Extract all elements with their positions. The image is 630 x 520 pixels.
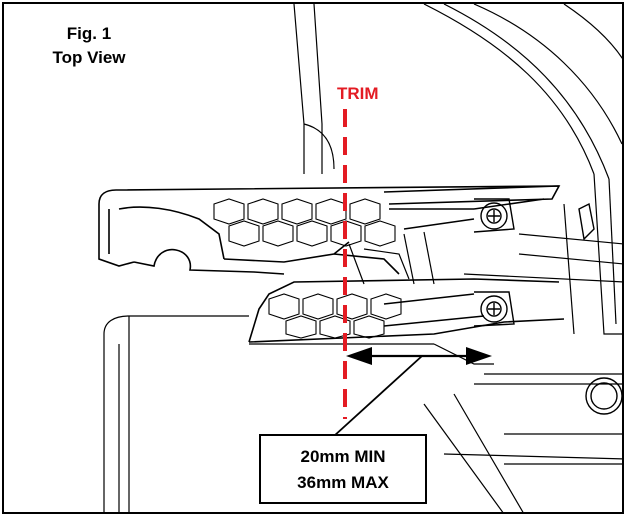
upper-lattice	[213, 198, 396, 247]
spec-min: 20mm MIN	[300, 447, 386, 466]
figure-view: Top View	[52, 48, 126, 67]
round-boss	[585, 377, 622, 415]
figure-title: Fig. 1 Top View	[44, 22, 134, 70]
leader-line	[333, 355, 423, 437]
upper-pivot	[473, 198, 595, 241]
upper-bracket	[98, 185, 561, 275]
dimension-arrow	[346, 347, 492, 365]
technical-drawing	[98, 4, 622, 512]
lower-body	[103, 315, 622, 512]
trim-label: TRIM	[337, 84, 379, 103]
figure-number: Fig. 1	[66, 24, 112, 43]
lower-lattice	[268, 293, 402, 339]
dimension-spec-box: 20mm MIN 36mm MAX	[259, 434, 427, 504]
figure-frame: Fig. 1 Top View TRIM 20mm MIN 36mm MAX	[2, 2, 624, 514]
connecting-struts	[348, 231, 435, 285]
lower-pivot	[473, 291, 515, 327]
spec-max: 36mm MAX	[297, 473, 389, 492]
housing-outline	[293, 4, 622, 335]
lower-bracket	[248, 253, 565, 343]
